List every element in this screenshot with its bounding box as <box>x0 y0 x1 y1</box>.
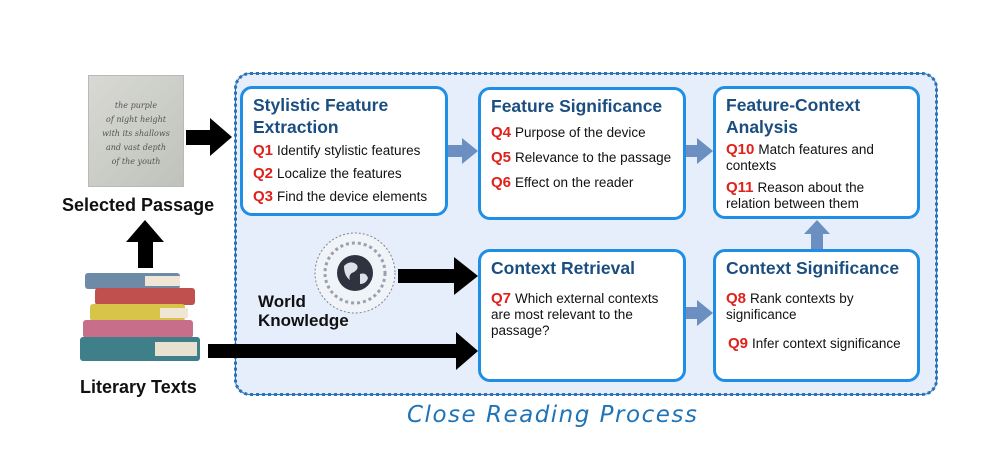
passage-line: the purple <box>114 101 158 110</box>
question-id: Q10 <box>726 141 755 158</box>
arrow-context-significance-to-analysis <box>804 220 830 250</box>
arrow-retrieval-to-context-significance <box>686 300 713 326</box>
card-title: Context Retrieval <box>491 258 635 278</box>
selected-passage-image: the purple of night height with its shal… <box>88 75 184 187</box>
arrow-passage-to-extraction <box>186 118 232 156</box>
card-title: Feature Significance <box>491 96 663 116</box>
arrow-texts-to-retrieval <box>208 332 478 370</box>
question-text: Purpose of the device <box>515 125 646 140</box>
card-title: Stylistic Feature Extraction <box>253 94 435 138</box>
close-reading-process-label: Close Reading Process <box>407 402 699 428</box>
card-title-line2: Analysis <box>726 117 798 137</box>
question-text: Relevance to the passage <box>515 150 672 165</box>
passage-line: of night height <box>106 115 166 124</box>
arrow-extraction-to-significance <box>448 138 478 164</box>
question-id: Q8 <box>726 290 747 307</box>
card-title-line1: Feature-Context <box>726 95 861 115</box>
world-knowledge-label-line2: Knowledge <box>258 311 349 330</box>
question-id: Q2 <box>253 165 274 182</box>
question-text: Match features and contexts <box>726 142 874 173</box>
arrow-texts-to-passage <box>126 220 164 268</box>
question-id: Q4 <box>491 124 512 141</box>
question-id: Q3 <box>253 188 274 205</box>
question-text: Identify stylistic features <box>277 143 421 158</box>
world-knowledge-icon <box>314 232 396 314</box>
card-title-line1: Stylistic Feature <box>253 95 389 115</box>
question-id: Q6 <box>491 174 512 191</box>
literary-texts-label: Literary Texts <box>80 377 197 397</box>
passage-line: of the youth <box>111 157 161 166</box>
card-title: Context Significance <box>726 258 900 278</box>
question-text: Find the device elements <box>277 189 428 204</box>
passage-line: and vast depth <box>105 143 167 152</box>
card-title: Feature-Context Analysis <box>726 94 907 138</box>
question-id: Q9 <box>728 335 749 352</box>
question-id: Q7 <box>491 290 512 307</box>
question-text: Infer context significance <box>752 336 901 351</box>
arrow-knowledge-to-retrieval <box>398 257 478 295</box>
selected-passage-label: Selected Passage <box>62 195 215 215</box>
books-icon <box>80 273 200 361</box>
question-id: Q1 <box>253 142 274 159</box>
question-text: Reason about the relation between them <box>726 180 865 211</box>
question-text: Effect on the reader <box>515 175 634 190</box>
question-id: Q11 <box>726 179 754 196</box>
world-knowledge-label-line1: World <box>258 292 306 311</box>
passage-line: with its shallows <box>102 129 170 138</box>
question-id: Q5 <box>491 149 512 166</box>
question-text: Localize the features <box>277 166 402 181</box>
world-knowledge-label: World Knowledge <box>258 292 349 330</box>
question-text: Which external contexts are most relevan… <box>491 291 659 338</box>
question-text: Rank contexts by significance <box>726 291 854 322</box>
card-title-line2: Extraction <box>253 117 339 137</box>
